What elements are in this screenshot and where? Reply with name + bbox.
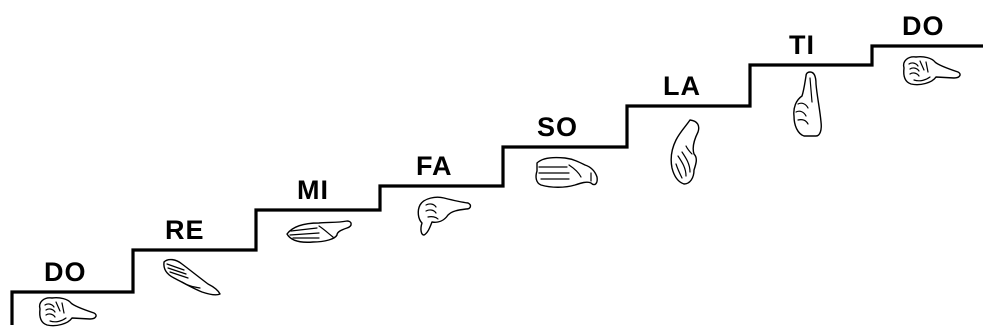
- step-label-la: LA: [663, 71, 701, 101]
- step-label-so: SO: [537, 112, 578, 142]
- step-label-mi: MI: [297, 175, 329, 205]
- step-label-fa: FA: [416, 151, 453, 181]
- closed-fist-hand-icon: [902, 56, 961, 86]
- step-label-re: RE: [165, 215, 205, 245]
- step-label-ti: TI: [789, 30, 815, 60]
- hand-slanting-up-icon: [163, 258, 221, 296]
- closed-fist-hand-icon: [38, 297, 97, 327]
- step-label-do: DO: [44, 257, 87, 287]
- thumb-down-hand-icon: [417, 196, 472, 236]
- step-label-do-high: DO: [902, 11, 945, 41]
- relaxed-hand-drooping-icon: [670, 119, 700, 185]
- flat-hand-palm-down-icon: [286, 220, 352, 243]
- open-hand-palm-in-icon: [535, 156, 598, 188]
- staircase-line: [10, 44, 983, 325]
- index-finger-pointing-up-icon: [793, 71, 822, 137]
